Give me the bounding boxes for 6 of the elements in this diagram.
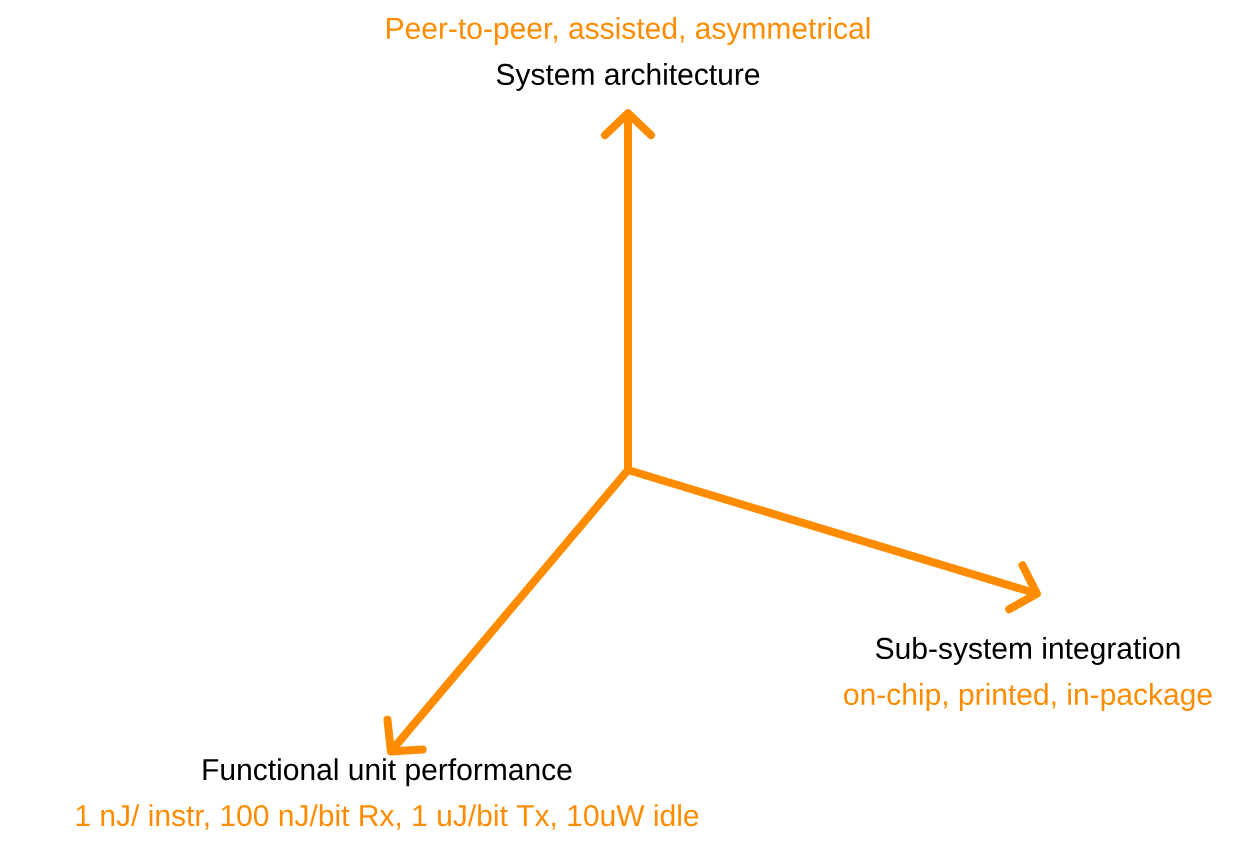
axis-label: Sub-system integration on-chip, printed, in-package — [844, 637, 1212, 711]
axis-label: Peer-to-peer, assisted, asymmetrical System architecture — [387, 17, 870, 91]
axis-arrow — [383, 467, 632, 756]
axis-label: Functional unit performance 1 nJ/ instr, 100 nJ/bit Rx, 1 uJ/bit Tx, 10uW idle — [76, 758, 699, 830]
axis-arrow — [626, 466, 1041, 614]
axis-arrow — [601, 109, 655, 470]
